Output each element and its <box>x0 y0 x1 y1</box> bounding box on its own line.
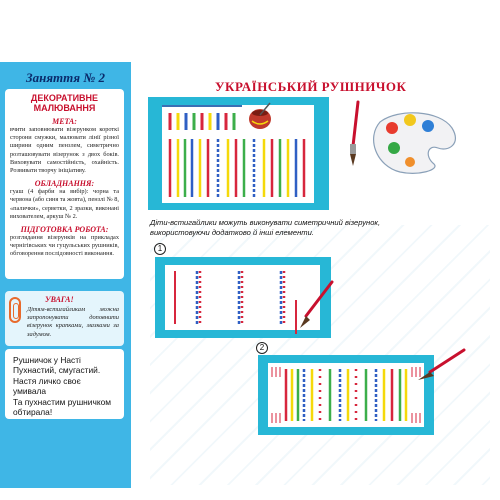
goal-text: вчити заповнювати візерунком короткі сто… <box>10 126 119 175</box>
prep-text: розглядання візерунків на прикладах черн… <box>10 234 119 258</box>
instruction-caption: Діти-встигайлики можуть виконувати симет… <box>150 218 381 237</box>
poem-line: Рушничок у Насті <box>13 355 81 365</box>
note-heading: УВАГА! <box>45 295 74 304</box>
brush-icon <box>295 280 334 334</box>
paint-pot-icon <box>249 102 271 129</box>
step-2-frame <box>258 355 434 435</box>
note-card: УВАГА! Дітям-встигайлик­ам можна запропо… <box>5 291 124 346</box>
goal-label: МЕТА: <box>52 117 77 126</box>
poem-card: Рушничок у Насті Пухнастий, смугастий. Н… <box>5 349 124 419</box>
lesson-card: ДЕКОРАТИВНЕ МАЛЮВАННЯ МЕТА: вчити заповн… <box>5 89 124 279</box>
poem-line: Та пухнастим рушничком <box>13 396 112 407</box>
equipment-label: ОБЛАДНАННЯ: <box>34 179 95 189</box>
card-heading: ДЕКОРАТИВНЕ МАЛЮВАННЯ <box>30 93 99 113</box>
paperclip-icon <box>9 297 21 323</box>
palette-icon <box>373 112 457 174</box>
step-1-towel <box>165 265 320 330</box>
brush-icon <box>418 348 466 380</box>
sample-frame <box>148 97 329 210</box>
step-2-number: 2 <box>256 342 268 354</box>
page-title: УКРАЇНСЬКИЙ РУШНИЧОК <box>215 79 407 94</box>
step-1-number: 1 <box>154 243 166 255</box>
sample-towel <box>162 102 314 203</box>
lesson-title: Заняття № 2 <box>25 70 105 85</box>
step-2-towel <box>268 363 424 427</box>
brush-icon <box>350 100 360 166</box>
poem-line: Пухнастий, смугастий. <box>13 365 101 376</box>
poem-line: Настя личко своє умивала <box>13 375 81 397</box>
note-text: Дітям-встигайлик­ам можна запропонувати … <box>27 306 119 338</box>
poem-line: обтирала! <box>13 407 53 418</box>
equipment-text: гуаш (4 фарби на вибір): чорна та червон… <box>10 188 119 220</box>
prep-label: ПІДГОТОВКА РОБОТА: <box>20 225 109 235</box>
step-1-frame <box>155 257 331 338</box>
